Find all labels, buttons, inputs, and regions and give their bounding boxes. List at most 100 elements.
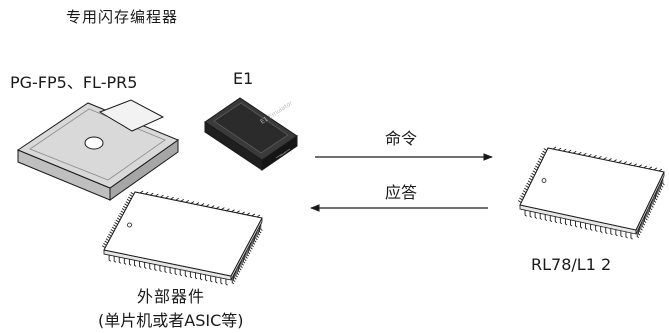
chip-pin: [519, 197, 523, 201]
chip-pin: [653, 196, 657, 203]
chip-pin: [630, 232, 633, 240]
chip-pin: [115, 219, 120, 223]
chip-pin: [257, 228, 261, 236]
chip-pin: [595, 225, 598, 232]
chip-pin: [108, 255, 111, 262]
chip-pin: [260, 224, 263, 231]
chip-pin: [646, 211, 649, 218]
chip-pin: [108, 233, 112, 237]
chip-pin: [149, 263, 152, 270]
chip-pin: [119, 212, 123, 216]
chip-pin: [605, 227, 608, 235]
chip-pin: [559, 217, 563, 225]
chip-pin: [210, 275, 213, 283]
pin1-marker: [127, 222, 132, 228]
chip-pin: [642, 218, 646, 226]
chip-pin: [524, 210, 527, 217]
chip-pin: [101, 245, 106, 249]
chip-pin: [235, 270, 238, 278]
chip-pin: [245, 252, 248, 259]
chip-pin: [538, 158, 543, 161]
chip-pin: [522, 190, 527, 193]
external-device-sublabel: (单片机或者ASIC等): [98, 311, 244, 330]
chip-pin: [121, 208, 126, 211]
chip-pin: [184, 270, 188, 278]
chip-pin: [239, 263, 242, 271]
chip-pin: [110, 229, 115, 232]
chip-pin: [128, 196, 132, 200]
chip-pin: [220, 277, 223, 285]
chip-pin: [615, 229, 618, 237]
chip-pin: [244, 254, 247, 262]
chip-pin: [113, 224, 117, 228]
chip-pin: [251, 240, 254, 248]
chip-pin: [541, 153, 545, 156]
external-device-label: 外部器件: [137, 287, 206, 306]
chip-pin: [531, 172, 535, 176]
chip-pin: [655, 193, 658, 201]
chip-pin: [246, 249, 249, 257]
chip-pin: [539, 213, 543, 220]
chip-pin: [529, 211, 532, 218]
chip-pin: [569, 219, 573, 227]
chip-pin: [521, 192, 526, 196]
chip-pin: [539, 155, 544, 159]
target-chip-icon: [517, 146, 665, 240]
chip-pin: [240, 261, 243, 268]
chip-pin: [648, 206, 652, 213]
chip-pin: [129, 194, 133, 198]
chip-pin: [242, 256, 246, 264]
chip-pin: [564, 218, 568, 226]
target-device-label: RL78/L1 2: [531, 255, 612, 274]
chip-pin: [254, 235, 257, 243]
chip-pin: [123, 258, 127, 265]
chip-pin: [533, 167, 538, 171]
chip-pin: [103, 242, 107, 246]
chip-pin: [125, 201, 130, 204]
chip-pin: [255, 233, 258, 241]
chip-pin: [252, 238, 256, 245]
chip-pin: [231, 277, 235, 285]
chip-pin: [580, 222, 583, 229]
chip-pin: [525, 185, 529, 189]
chip-pin: [106, 236, 111, 239]
chip-pin: [656, 191, 659, 198]
chip-pin: [120, 210, 125, 214]
chip-pin: [111, 226, 116, 230]
chip-pin: [104, 240, 108, 244]
chip-pin: [159, 265, 162, 272]
chip-pin: [520, 195, 524, 198]
chip-pin: [652, 198, 655, 206]
chip-pin: [233, 275, 236, 282]
chip-pin: [662, 178, 665, 186]
command-label: 命令: [385, 129, 418, 148]
chip-body: [519, 147, 665, 231]
chip-pin: [247, 247, 251, 255]
chip-pin: [169, 267, 172, 275]
chip-pin: [118, 215, 122, 218]
chip-pin: [610, 228, 613, 236]
chip-pin: [528, 177, 533, 181]
chip-pin: [647, 208, 651, 216]
chip-pin: [130, 191, 135, 195]
chip-pin: [536, 162, 540, 166]
chip-pin: [144, 262, 147, 269]
chip-pin: [659, 183, 663, 191]
chip-pin: [225, 278, 228, 286]
response-label: 应答: [385, 183, 418, 202]
chip-pin: [128, 259, 132, 266]
chip-pin: [641, 221, 644, 228]
chip-pin: [189, 271, 193, 279]
chip-pin: [109, 231, 113, 235]
chip-pin: [625, 231, 628, 239]
chip-pin: [123, 205, 127, 209]
chip-pin: [543, 148, 548, 151]
chip-pin: [542, 150, 546, 154]
chip-pin: [636, 231, 640, 239]
chip-pin: [537, 160, 541, 164]
chip-pin: [259, 226, 262, 234]
chip-pin: [164, 266, 167, 274]
chip-pin: [200, 273, 203, 281]
chip-pin: [114, 222, 118, 225]
